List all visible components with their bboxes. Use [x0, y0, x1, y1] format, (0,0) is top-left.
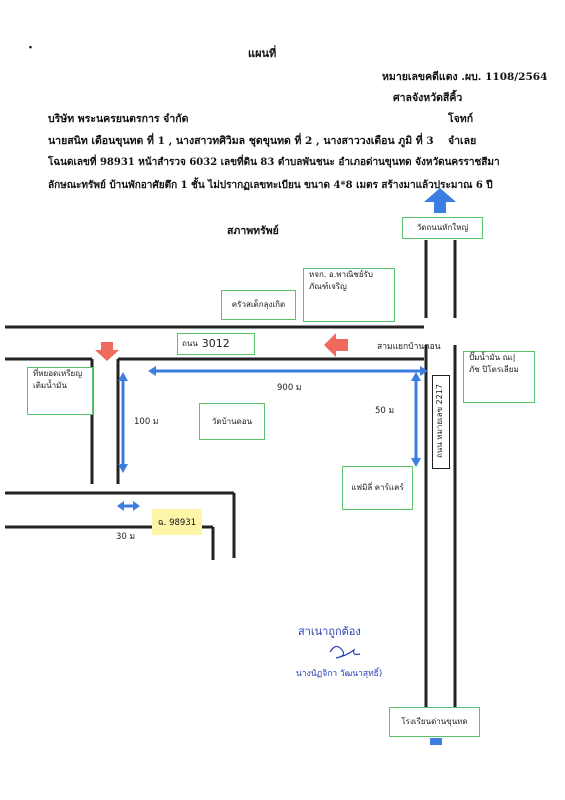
signature-scribble	[329, 645, 361, 659]
road-3012-prefix: ถนน	[182, 339, 198, 348]
red-arrow-left	[324, 333, 348, 357]
bottom-marker	[430, 738, 442, 745]
arrow-50m-head-bottom	[411, 458, 421, 467]
steak-shop-label: ครัวสเต็กลุงเกิด	[231, 300, 286, 309]
court-name: ศาลจังหวัดสีคิ้ว	[393, 92, 463, 104]
petrol-station-line1: ปั๊มน้ำมัน ณเ|	[469, 353, 516, 362]
petrol-station-line2: ภัช ปิโตรเลียม	[469, 365, 519, 374]
arrow-50m-head-top	[411, 372, 421, 381]
distance-50m-label: 50 ม	[375, 406, 395, 416]
defendants-names: นายสนิท เดือนขุนทด ที่ 1 , นางสาวทศิวิมล…	[48, 135, 434, 147]
temple-mid-label: วัดบ้านดอน	[211, 416, 253, 426]
arrow-100m-head-top	[118, 372, 128, 381]
intersection-label: สามแยกบ้านดอน	[377, 342, 441, 352]
coin-fuel-box: ที่หยอดเหรียญ เติมน้ำมัน	[27, 367, 93, 415]
arrow-30m-head-right	[133, 501, 140, 511]
distance-100m-label: 100 ม	[134, 417, 159, 427]
car-care-label: แฟมิลี่ คาร์แคร์	[351, 483, 404, 492]
arrow-900m-head-left	[148, 366, 156, 376]
arrow-900m-head-right	[420, 366, 428, 376]
map-title: แผนที่	[248, 47, 277, 60]
plaintiff-role: โจทก์	[448, 113, 474, 125]
road-3012-number: 3012	[201, 336, 230, 350]
land-plot-98931: ฉ. 98931	[152, 509, 202, 535]
arrow-100m-head-bottom	[118, 464, 128, 473]
arrow-30m-head-left	[117, 501, 124, 511]
red-arrow-down	[95, 342, 119, 361]
store-label-line1: หจก. อ.พาณิชย์รับ	[309, 270, 373, 279]
school-label: โรงเรียนด่านขุนทด	[401, 717, 468, 726]
distance-arrows	[117, 366, 428, 511]
distance-30m-label: 30 ม	[116, 532, 136, 542]
store-box: หจก. อ.พาณิชย์รับ ภัณฑ์เจริญ	[303, 268, 395, 322]
north-arrow	[424, 188, 456, 213]
highway-2217-label: ถนน หมายเลข 2217	[435, 383, 444, 459]
land-plot-label: ฉ. 98931	[157, 518, 197, 528]
case-number: หมายเลขคดีแดง .ผบ. 1108/2564	[382, 71, 548, 83]
highway-2217-box	[432, 375, 450, 469]
distance-900m-label: 900 ม	[277, 383, 302, 393]
store-label-line2: ภัณฑ์เจริญ	[309, 282, 347, 291]
certified-copy-stamp: สาเนาถูกต้อง	[298, 625, 361, 638]
steak-shop-box: ครัวสเต็กลุงเกิด	[221, 290, 296, 320]
property-heading: สภาพทรัพย์	[227, 225, 279, 237]
stray-mark: ·	[28, 40, 33, 56]
temple-top-label: วัดถนนหักใหญ่	[416, 223, 469, 232]
coin-fuel-line2: เติมน้ำมัน	[33, 381, 67, 390]
temple-top-box: วัดถนนหักใหญ่	[402, 217, 483, 239]
road-3012-box: ถนน 3012	[177, 333, 255, 355]
deed-details: โฉนดเลขที่ 98931 หน้าสำรวจ 6032 เลขที่ดิ…	[48, 157, 500, 168]
defendants-role: จำเลย	[448, 135, 477, 147]
school-box: โรงเรียนด่านขุนทด	[389, 707, 480, 737]
temple-mid-box: วัดบ้านดอน	[199, 403, 265, 440]
property-description: ลักษณะทรัพย์ บ้านพักอาศัยตึก 1 ชั้น ไม่ป…	[48, 180, 493, 191]
signer-name: นางนัฏจิกา วัฒนาสุทธิ์)	[296, 669, 383, 679]
plaintiff-name: บริษัท พระนครยนตรการ จำกัด	[48, 113, 189, 125]
petrol-station-box: ปั๊มน้ำมัน ณเ| ภัช ปิโตรเลียม	[463, 351, 535, 403]
car-care-box: แฟมิลี่ คาร์แคร์	[342, 466, 413, 510]
coin-fuel-line1: ที่หยอดเหรียญ	[33, 369, 83, 378]
